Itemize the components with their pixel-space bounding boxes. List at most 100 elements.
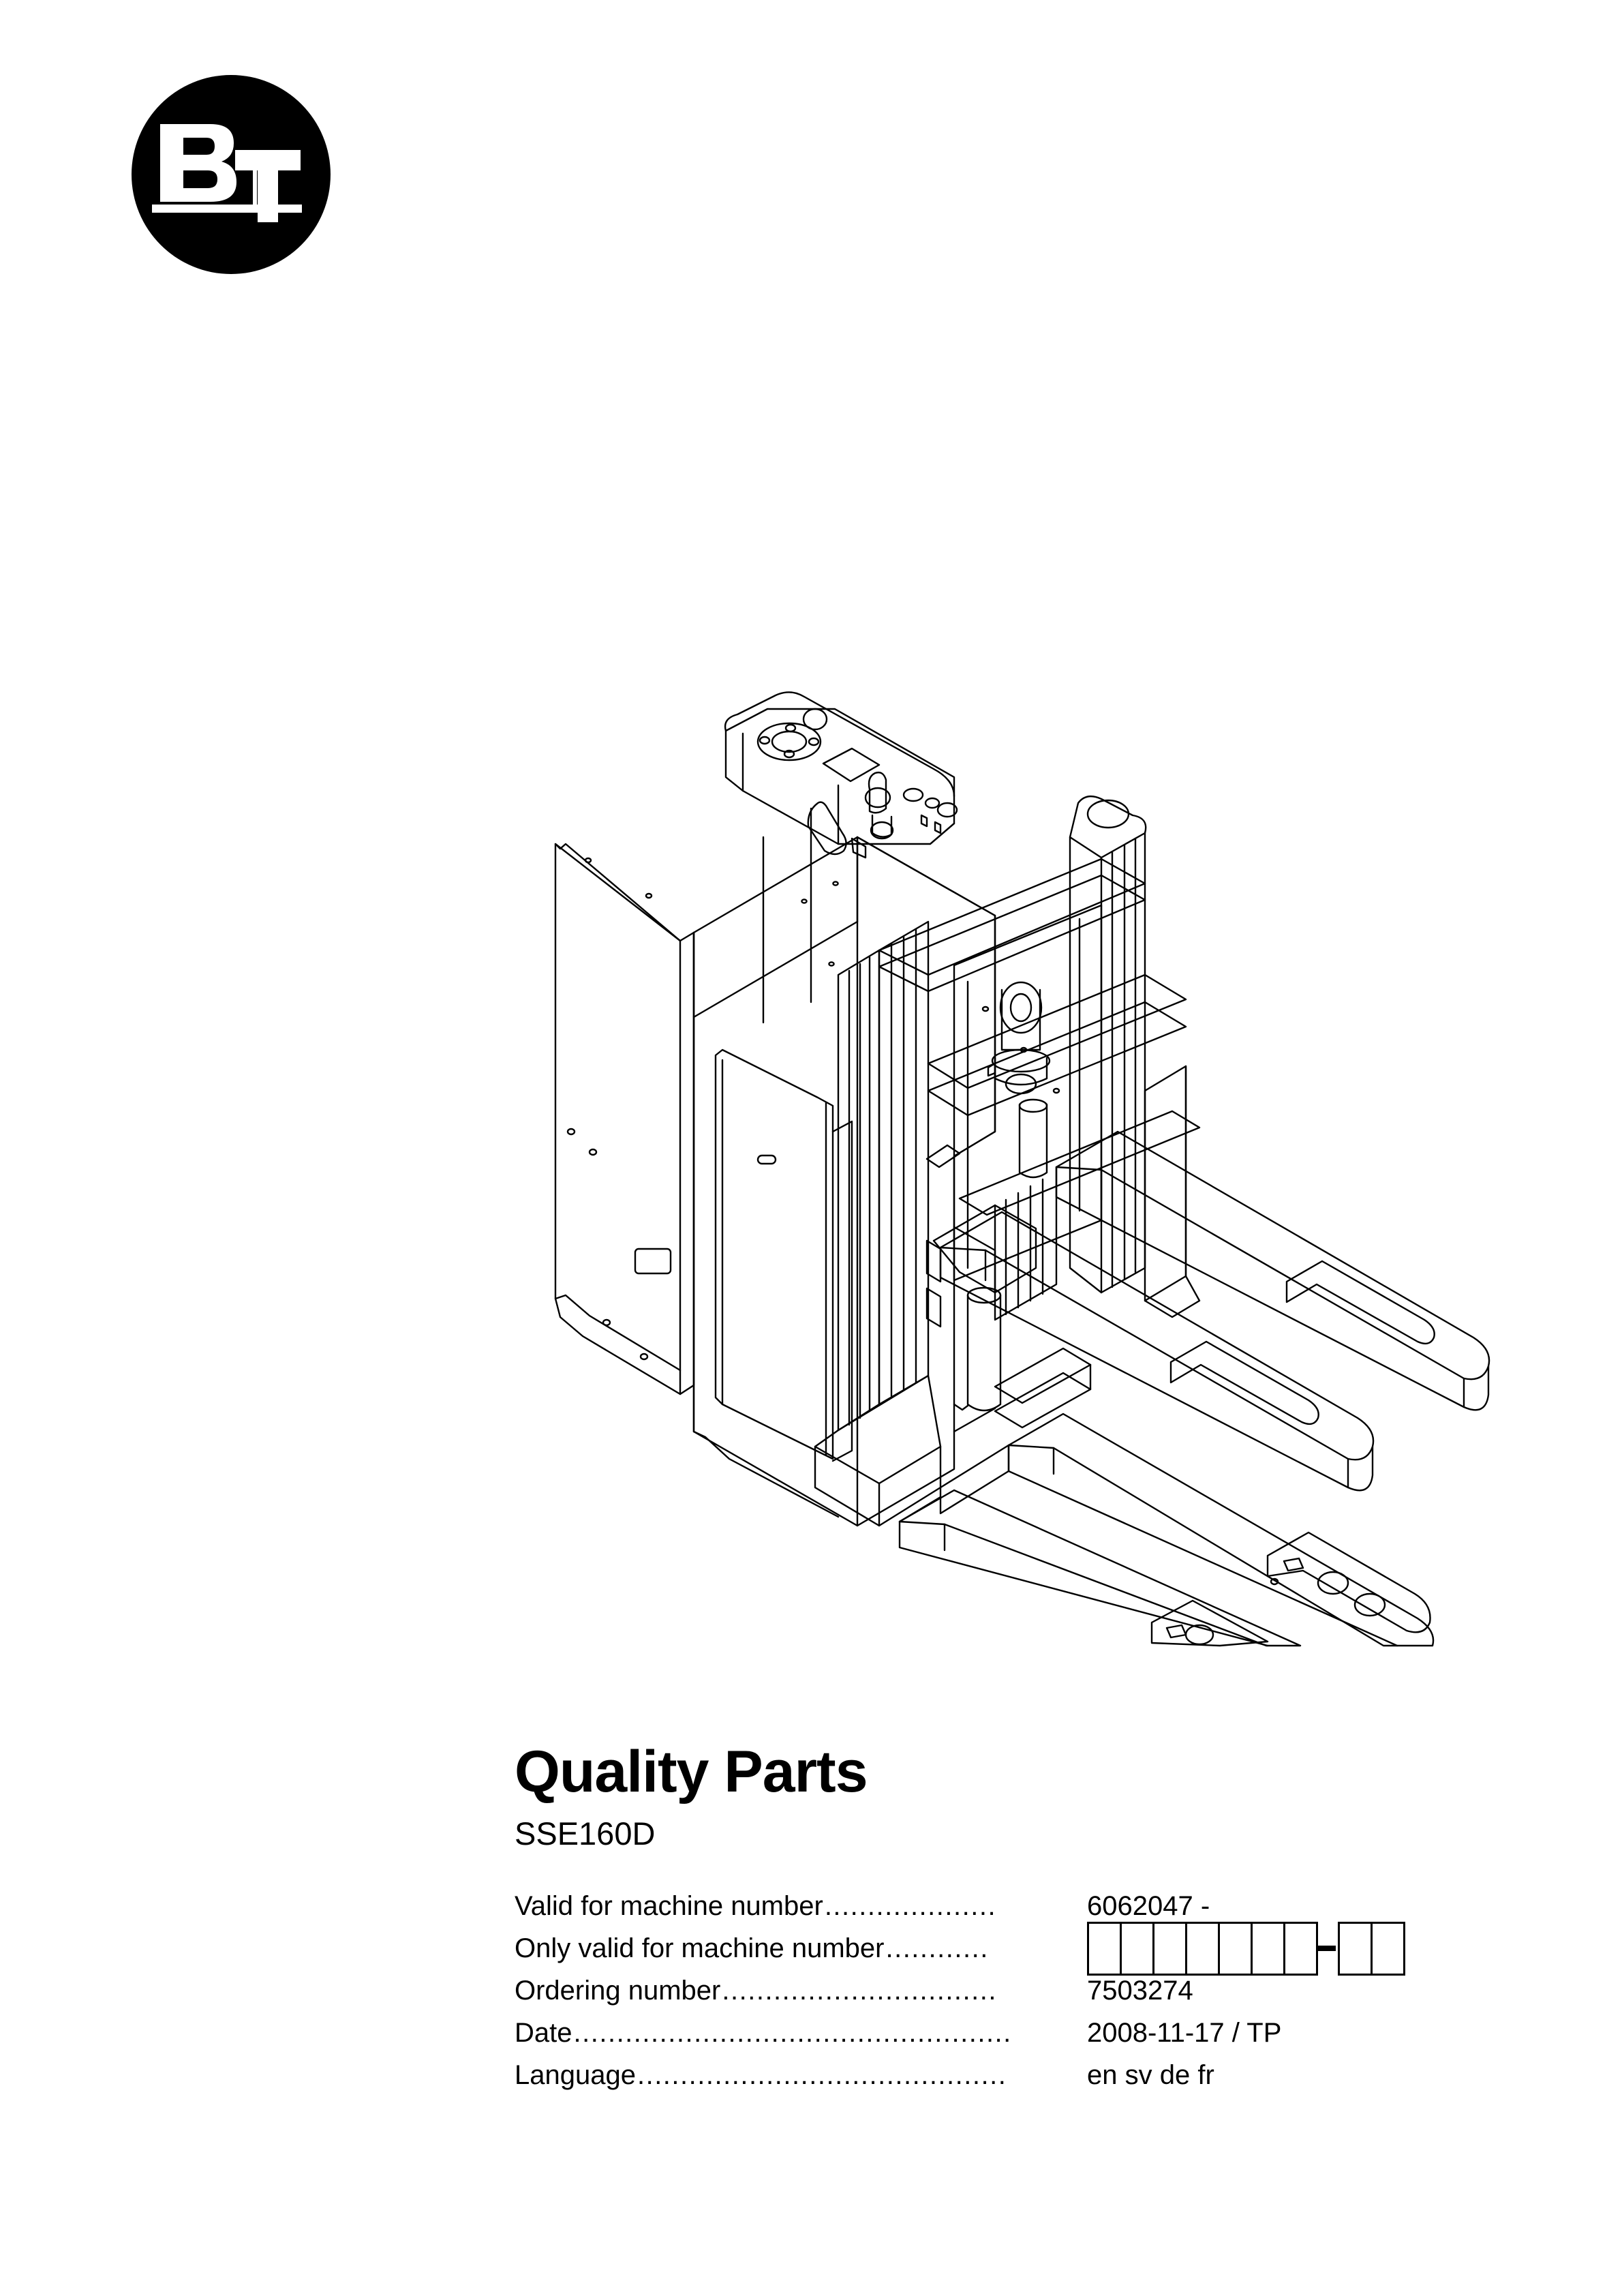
- chain-sheave-hub: [1009, 993, 1032, 1023]
- right-support-column: [1144, 1065, 1187, 1302]
- body-bottom-skirt: [692, 1430, 840, 1518]
- back-shield: [554, 843, 682, 1395]
- code-box[interactable]: [1371, 1921, 1405, 1976]
- spec-label: Only valid for machine number: [515, 1933, 885, 1963]
- code-box[interactable]: [1120, 1921, 1154, 1976]
- control-head-top-rim: [724, 691, 955, 798]
- cowl-hole-1: [801, 898, 808, 904]
- code-box[interactable]: [1251, 1921, 1285, 1976]
- code-separator-dash: [1318, 1946, 1336, 1951]
- shield-hole-3: [566, 1128, 576, 1136]
- hydraulic-ram-1: [966, 1294, 1002, 1412]
- fork-lower-chassis-link: [939, 1444, 1010, 1515]
- load-wheel-housing-left: [1150, 1599, 1269, 1647]
- fork-lower-left: [898, 1489, 1302, 1647]
- dot-leader: ....................: [824, 1890, 997, 1921]
- tiller-hub-spoke-3: [808, 737, 820, 746]
- ram-fitting: [953, 1403, 969, 1411]
- control-lever-base: [864, 787, 891, 809]
- tiller-grip: [807, 801, 847, 856]
- tiller-hub-spoke-2: [783, 749, 795, 759]
- lower-crossmember: [994, 1347, 1092, 1404]
- tiller-hub-inner: [771, 730, 808, 753]
- battery-door-side: [831, 1120, 853, 1462]
- mast-bracket-a: [925, 1239, 942, 1283]
- mast-foot: [814, 1374, 942, 1527]
- model-designation: SSE160D: [515, 1815, 656, 1852]
- load-wheel-housing-right: [1266, 1531, 1431, 1633]
- mast-crossbeam-top: [878, 858, 1146, 976]
- mast-top-rounded-cap: [1069, 795, 1147, 839]
- lower-crossmember-2: [994, 1372, 1092, 1429]
- sheave-mount-disc: [991, 1048, 1051, 1073]
- tiller-hub-spoke-1: [759, 736, 771, 745]
- logo-underline: [152, 205, 239, 213]
- tiller-bracket: [851, 837, 867, 859]
- spec-row-valid-for-machine-number: Valid for machine number ...............…: [515, 1885, 1469, 1927]
- dot-leader: ................................: [722, 1975, 997, 2006]
- tiller-hub-spoke-4: [784, 723, 797, 733]
- shield-hole-1: [584, 857, 592, 864]
- fork-lower-right-side: [1007, 1444, 1398, 1647]
- fork-lower-link-2: [898, 1496, 942, 1523]
- logo-underline-right: [239, 205, 302, 213]
- page-title: Quality Parts: [515, 1739, 868, 1804]
- machine-illustration: [518, 682, 1513, 1650]
- switch-1: [920, 814, 928, 828]
- fork-upper-right: [1055, 1130, 1490, 1380]
- dot-leader: ............: [885, 1933, 989, 1963]
- logo-letter-b: [160, 124, 236, 202]
- fork-upper-right-slot: [1285, 1260, 1435, 1345]
- fork-upper-right-side: [1055, 1166, 1490, 1411]
- control-boot: [870, 821, 894, 840]
- control-lever: [868, 771, 887, 814]
- mast-rail-outer-left: [837, 949, 881, 1432]
- body-top-right: [856, 836, 996, 917]
- lower-tie-bar: [953, 1407, 996, 1433]
- tiller-knob: [802, 708, 828, 731]
- control-head-body: [724, 708, 955, 845]
- wheel-axle-right: [1283, 1557, 1304, 1572]
- shield-hole-6: [639, 1353, 649, 1361]
- cowl-hole-3: [828, 961, 835, 967]
- dot-leader: ........................................…: [573, 2017, 1012, 2048]
- lift-cylinder: [1018, 1103, 1048, 1179]
- wheel-axle-left: [1165, 1624, 1187, 1639]
- logo-letter-t: [235, 150, 301, 222]
- spec-row-ordering-number: Ordering number ........................…: [515, 1969, 1469, 2012]
- carriage-hole-3: [981, 1006, 990, 1012]
- mast-crossbeam-mid: [927, 973, 1187, 1089]
- code-box[interactable]: [1087, 1921, 1122, 1976]
- mast-crossbeam-mid2: [927, 1001, 1187, 1117]
- shield-top-edge: [554, 843, 682, 942]
- shield-hole-2: [645, 892, 653, 899]
- battery-door-handle: [756, 1154, 777, 1165]
- shield-bottom-fold: [554, 1294, 682, 1372]
- code-box[interactable]: [1338, 1921, 1373, 1976]
- title-block: Quality Parts SSE160D Valid for machine …: [515, 1742, 1469, 2096]
- body-top-fold: [692, 920, 859, 1018]
- code-box[interactable]: [1283, 1921, 1318, 1976]
- spec-label: Ordering number: [515, 1975, 721, 2006]
- sheave-mount-plate: [994, 1057, 1048, 1086]
- spec-value: 6062047 -: [1087, 1890, 1210, 1921]
- spec-label: Date: [515, 2017, 572, 2048]
- shield-right-edge: [679, 931, 695, 1395]
- shield-hole-5: [602, 1318, 611, 1327]
- dot-leader: ........................................…: [637, 2059, 1007, 2090]
- control-head-corner: [929, 822, 955, 845]
- fork-lower-right-hole: [1270, 1577, 1279, 1586]
- code-box[interactable]: [1185, 1921, 1220, 1976]
- sheave-tab-left: [987, 1062, 996, 1077]
- mast-foot-top: [814, 1445, 942, 1485]
- code-box[interactable]: [1218, 1921, 1253, 1976]
- button-2: [924, 797, 940, 809]
- battery-door: [714, 1048, 834, 1460]
- machine-number-entry-boxes[interactable]: [1078, 1921, 1469, 1976]
- code-box[interactable]: [1152, 1921, 1187, 1976]
- spec-label: Language: [515, 2059, 636, 2090]
- right-support-foot: [1144, 1275, 1201, 1318]
- switch-2: [934, 821, 942, 834]
- hydraulic-ram-1-cap: [966, 1286, 1002, 1304]
- body-main: [692, 836, 996, 1527]
